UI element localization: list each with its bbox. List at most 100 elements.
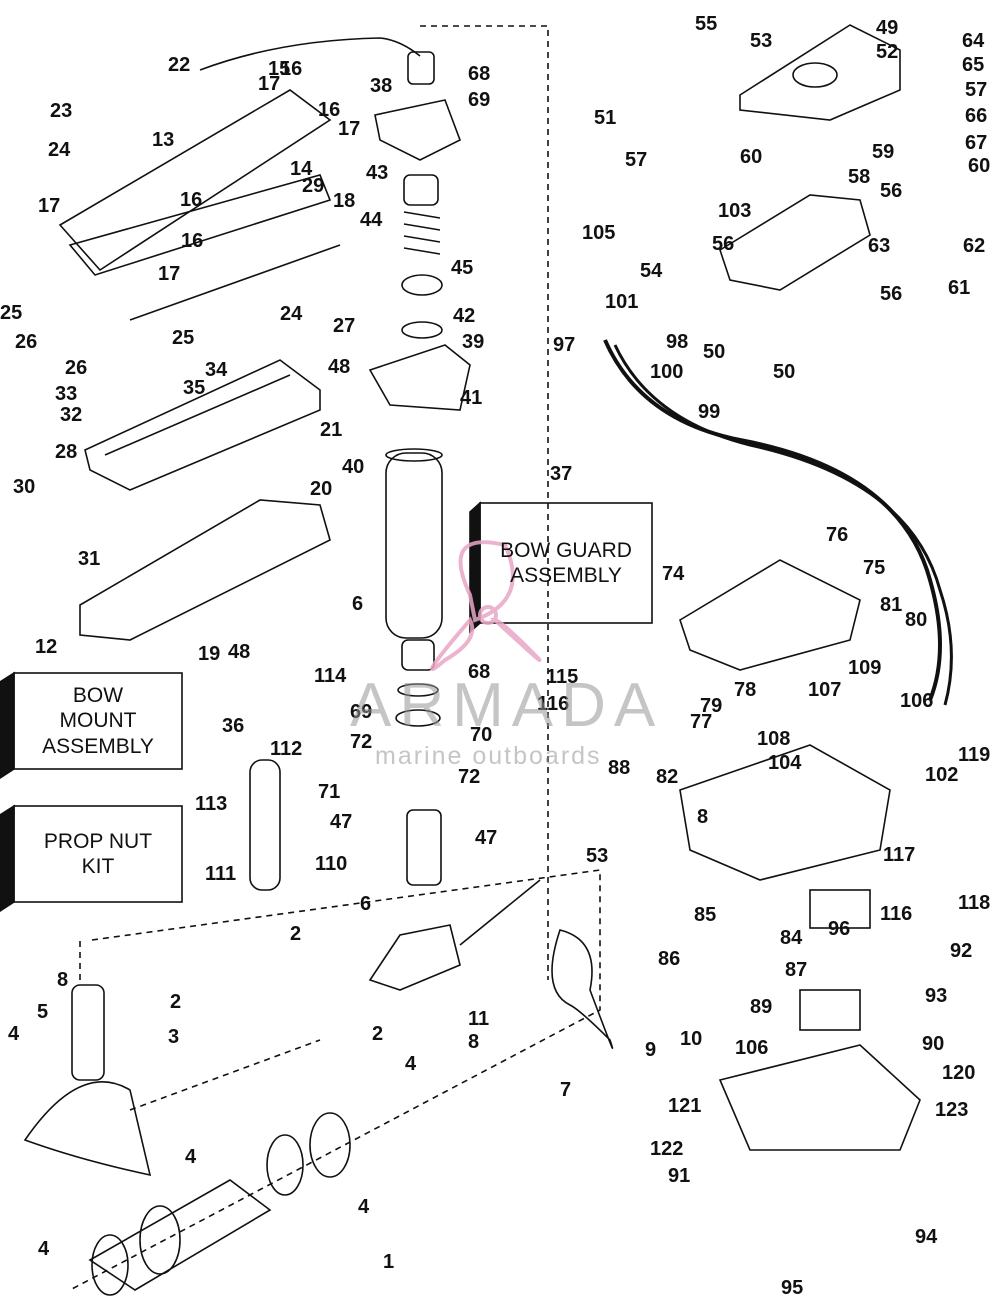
callout-93: 93 [925,985,947,1007]
callout-18: 18 [333,190,355,212]
callout-45: 45 [451,257,473,279]
callout-4: 4 [38,1238,50,1260]
callout-4: 4 [358,1196,370,1218]
callout-48: 48 [228,641,250,663]
callout-87: 87 [785,959,807,981]
handle-cable [199,37,421,71]
callout-6: 6 [360,893,371,915]
tiller-cover [58,89,332,272]
callout-62: 62 [963,235,985,257]
callout-76: 76 [826,524,848,546]
callout-24: 24 [280,303,303,325]
callout-42: 42 [453,305,475,327]
callout-89: 89 [750,996,772,1018]
callout-9: 9 [645,1039,656,1061]
callout-39: 39 [462,331,484,353]
callout-103: 103 [718,200,751,222]
dashed-guide-lower [69,869,601,1291]
callout-3: 3 [168,1026,179,1048]
callout-26: 26 [15,331,37,353]
callout-16: 16 [318,99,340,121]
callout-111: 111 [205,863,236,885]
callout-28: 28 [55,441,77,463]
callout-69: 69 [350,701,372,723]
callout-116: 116 [537,693,569,715]
housing-54 [719,194,871,291]
callout-70: 70 [470,724,492,746]
callout-35: 35 [183,377,205,399]
callout-49: 49 [876,17,898,39]
watermark-propeller-icon [430,540,542,671]
callout-122: 122 [650,1138,683,1160]
callout-32: 32 [60,404,82,426]
callout-75: 75 [863,557,885,579]
bow-guard-74 [679,559,861,671]
callout-19: 19 [198,643,220,665]
callout-33: 33 [55,383,77,405]
callout-6: 6 [352,593,363,615]
callout-25: 25 [172,327,194,349]
callout-17: 17 [38,195,60,217]
callout-94: 94 [915,1226,938,1248]
callout-2: 2 [170,991,181,1013]
dashed-guide-main [420,25,549,980]
callout-48: 48 [328,356,350,378]
callout-16: 16 [181,230,203,252]
watermark-name: ARMADA [350,671,664,740]
callout-68: 68 [468,661,490,683]
callout-40: 40 [342,456,364,478]
callout-78: 78 [734,679,756,701]
callout-57: 57 [965,79,987,101]
callout-2: 2 [372,1023,383,1045]
callout-21: 21 [320,419,342,441]
callout-44: 44 [360,209,383,231]
callout-34: 34 [205,359,228,381]
callout-54: 54 [640,260,663,282]
callout-16: 16 [180,189,202,211]
callout-123: 123 [935,1099,968,1121]
callout-10: 10 [680,1028,702,1050]
callout-114: 114 [314,665,347,687]
callout-110: 110 [315,853,347,875]
callout-120: 120 [942,1062,975,1084]
callout-2: 2 [290,923,301,945]
callout-38: 38 [370,75,392,97]
callout-91: 91 [668,1165,690,1187]
callout-101: 101 [605,291,638,313]
callout-98: 98 [666,331,688,353]
callout-17: 17 [258,73,280,95]
callout-36: 36 [222,715,244,737]
callout-100: 100 [650,361,683,383]
callout-96: 96 [828,918,850,940]
callout-81: 81 [880,594,902,616]
callout-65: 65 [962,54,984,76]
callout-92: 92 [950,940,972,962]
callout-102: 102 [925,764,958,786]
cable-bundle [603,339,942,701]
plate-120 [718,1044,921,1151]
top-cover [739,24,901,121]
callout-66: 66 [965,105,987,127]
callout-99: 99 [698,401,720,423]
callout-50: 50 [703,341,725,363]
callout-69: 69 [468,89,490,111]
callout-12: 12 [35,636,57,658]
callout-50: 50 [773,361,795,383]
callout-57: 57 [625,149,647,171]
wire-bundle [249,759,281,891]
callout-22: 22 [168,54,190,76]
watermark-tagline: marine outboards [375,742,602,770]
callout-80: 80 [905,609,927,631]
callout-118: 118 [958,892,990,914]
callout-17: 17 [158,263,180,285]
bow-guard-assembly-label: BOW GUARD ASSEMBLY [500,538,632,587]
callout-119: 119 [958,744,990,766]
tiller-plate [68,174,332,276]
prop-nut-kit-label: PROP NUT KIT [43,829,153,878]
callout-77: 77 [690,711,712,733]
callout-55: 55 [695,13,717,35]
callout-56: 56 [880,283,902,305]
callout-72: 72 [458,766,480,788]
